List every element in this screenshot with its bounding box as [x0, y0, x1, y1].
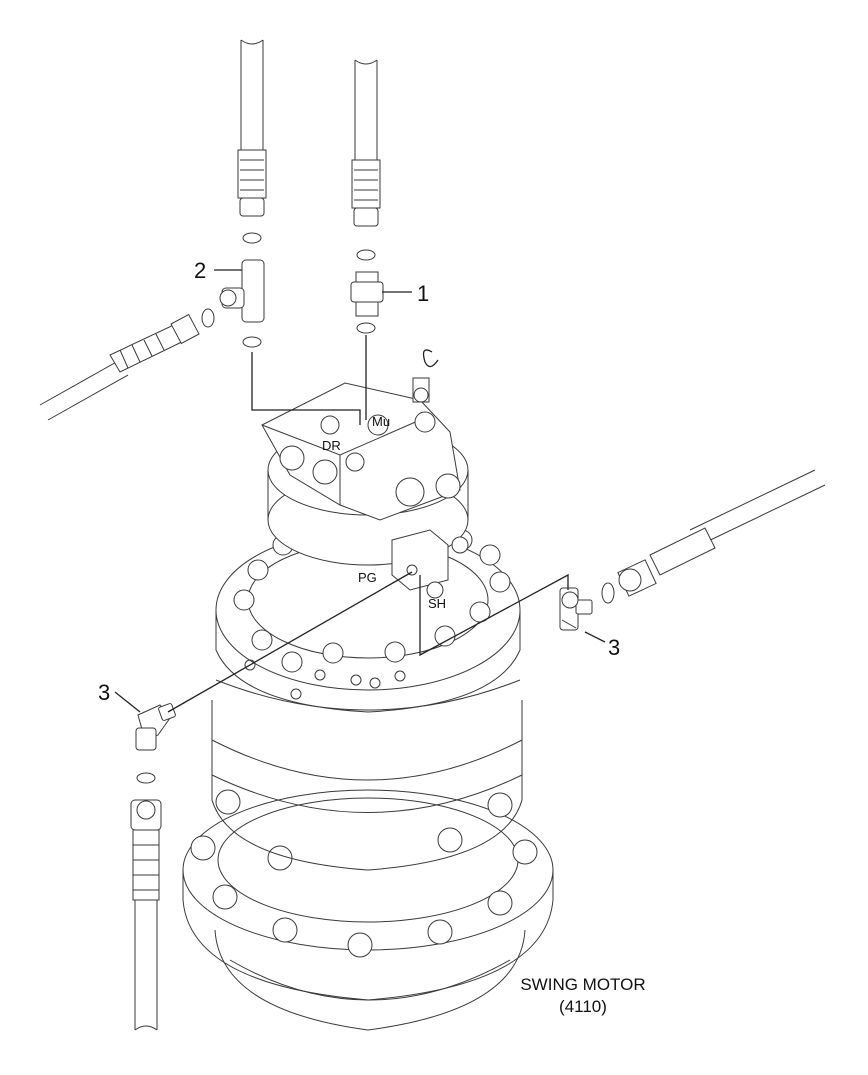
hose-top-left	[237, 39, 267, 244]
hose-left-diagonal	[39, 308, 215, 421]
lower-flange-bolts	[190, 789, 538, 958]
port-label-pg: PG	[358, 570, 377, 585]
fitting-1-union	[350, 271, 384, 334]
hydraulic-motor	[261, 349, 469, 599]
hose-bottom-left	[130, 772, 162, 1031]
fitting-3-right-elbow	[559, 587, 593, 631]
callout-3-left: 3	[98, 680, 110, 705]
leader-lines	[114, 269, 606, 713]
callout-1: 1	[417, 281, 429, 306]
fitting-3-left-elbow	[135, 703, 176, 751]
port-label-sh: SH	[428, 596, 446, 611]
hose-right-diagonal	[601, 469, 826, 604]
upper-flange-bolts	[233, 529, 511, 700]
callout-3-right: 3	[608, 635, 620, 660]
port-label-mu: Mu	[372, 414, 390, 429]
caption-code: (4110)	[559, 997, 607, 1016]
port-label-dr: DR	[322, 438, 341, 453]
caption-title: SWING MOTOR	[520, 975, 645, 994]
callout-2: 2	[194, 258, 206, 283]
fitting-2-tee	[219, 259, 265, 348]
hose-top-center	[351, 59, 381, 261]
